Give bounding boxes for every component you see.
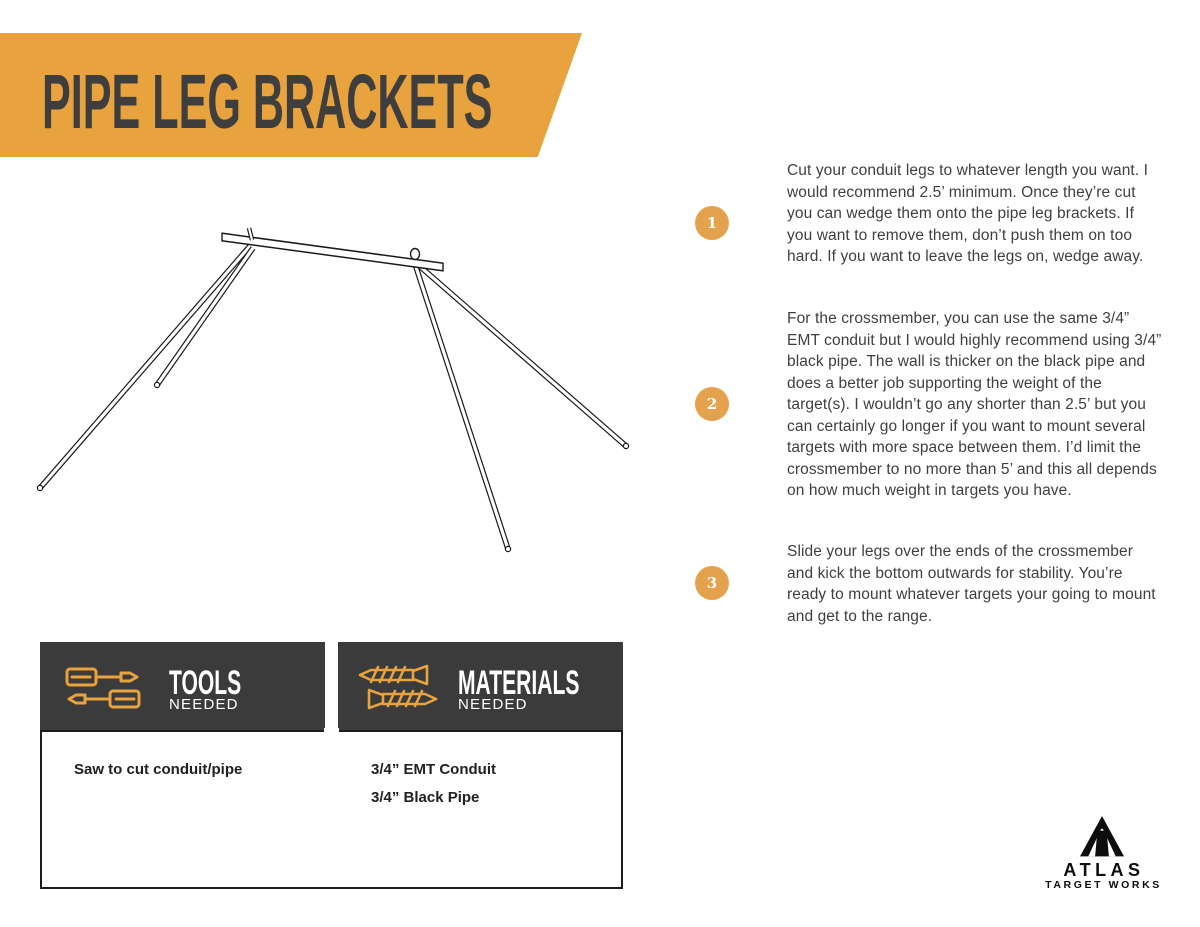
brand-logo: ATLAS TARGET WORKS [1042, 812, 1162, 902]
step-2-number: 2 [706, 395, 718, 413]
tool-item: Saw to cut conduit/pipe [74, 761, 243, 778]
pipe-stand-illustration [36, 227, 630, 553]
step-3-number: 3 [706, 574, 718, 592]
box-divider-notch [324, 728, 339, 734]
material-item: 3/4” Black Pipe [371, 789, 480, 806]
materials-header-box [338, 642, 623, 730]
material-item: 3/4” EMT Conduit [371, 761, 496, 778]
brand-name: ATLAS [1063, 860, 1145, 880]
materials-header: MATERIALS [458, 664, 580, 702]
tools-subheader: NEEDED [169, 696, 239, 713]
step-2-badge: 2 [695, 387, 729, 421]
tools-materials-list-box [40, 730, 623, 889]
step-1-text: Cut your conduit legs to whatever length… [787, 162, 1149, 265]
atlas-a-icon [1080, 816, 1124, 857]
step-3-badge: 3 [695, 566, 729, 600]
header-banner [0, 33, 582, 157]
page-title: PIPE LEG BRACKETS [42, 59, 493, 145]
step-2-text: For the crossmember, you can use the sam… [787, 310, 1162, 499]
step-1-number: 1 [706, 214, 718, 232]
screwdrivers-icon [65, 667, 141, 709]
brand-tagline: TARGET WORKS [1045, 879, 1162, 891]
materials-subheader: NEEDED [458, 696, 528, 713]
screws-icon [358, 664, 438, 710]
step-1-badge: 1 [695, 206, 729, 240]
step-3-text: Slide your legs over the ends of the cro… [787, 543, 1156, 625]
tools-header: TOOLS [169, 664, 242, 702]
